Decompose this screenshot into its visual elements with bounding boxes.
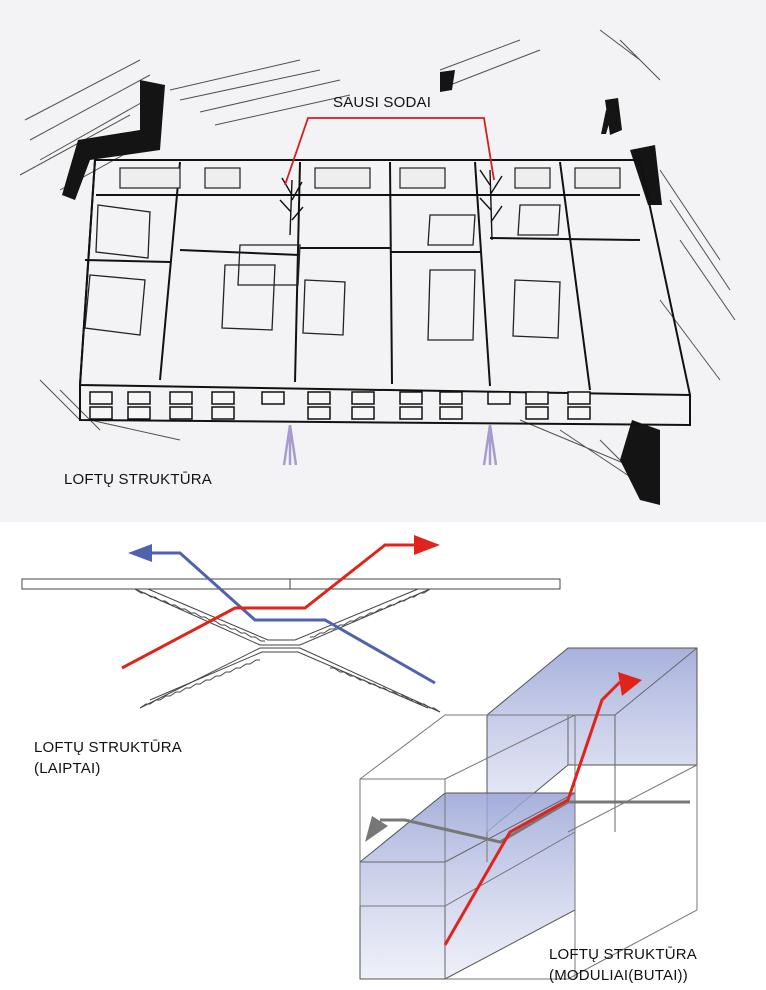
building-outline (78, 159, 692, 427)
callout-lines (284, 117, 495, 186)
stairs-caption-line1: LOFTŲ STRUKTŪRA (34, 739, 183, 756)
furniture-sketch (84, 204, 561, 341)
red-arrowhead-stairs (414, 535, 440, 555)
modules-caption-line2: (MODULIAI(BUTAI)) (549, 967, 688, 984)
blue-route (150, 551, 436, 685)
entrance-arrows (282, 424, 498, 466)
grey-route (380, 800, 690, 844)
module-outlines (359, 714, 698, 980)
sketch-caption: LOFTŲ STRUKTŪRA (64, 471, 213, 488)
blue-arrowhead (128, 544, 152, 562)
grey-arrowhead (365, 816, 388, 842)
red-arrowhead-modules (618, 672, 642, 696)
red-route (121, 543, 415, 670)
sausi-sodai-label: SAUSI SODAI (333, 94, 432, 111)
window-row-bottom (89, 391, 591, 420)
red-route-modules (443, 680, 622, 946)
modules-caption-line1: LOFTŲ STRUKTŪRA (549, 946, 698, 963)
stairs-caption-line2: (LAIPTAI) (34, 760, 101, 777)
stairs-structure (21, 578, 561, 713)
person-figure (601, 103, 618, 134)
window-row-top (119, 167, 621, 189)
trees (279, 169, 503, 241)
